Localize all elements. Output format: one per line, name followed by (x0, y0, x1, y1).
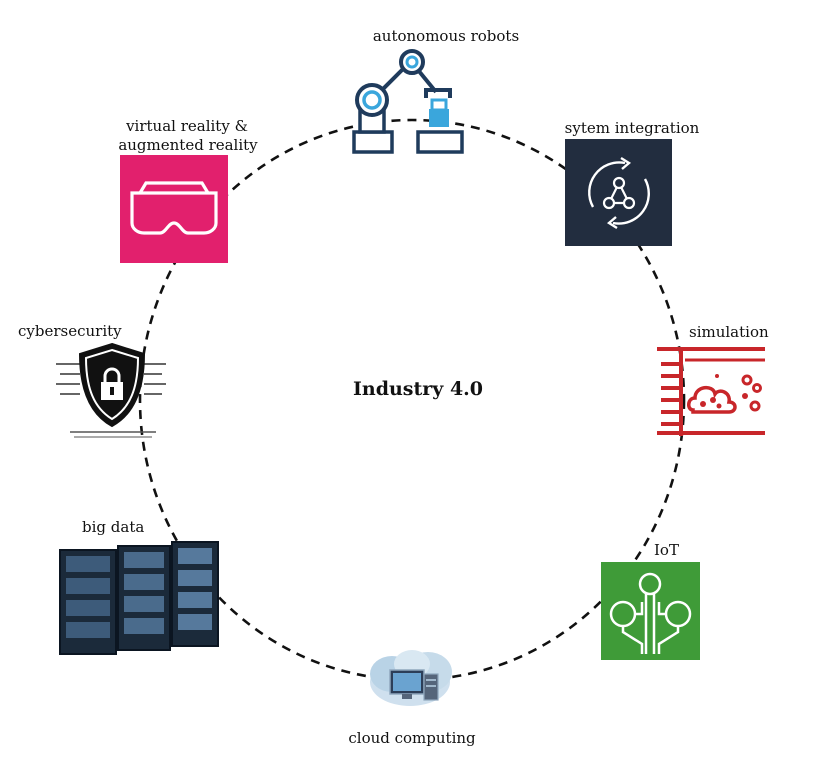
iot-circuit-icon (601, 562, 700, 660)
server-unit (59, 549, 117, 655)
label-cybersecurity: cybersecurity (18, 322, 122, 340)
vr-headset-icon (120, 155, 228, 263)
simulation-dashboard-icon (657, 347, 765, 436)
server-unit (171, 541, 219, 647)
label-simulation: simulation (689, 323, 769, 341)
label-vr-line-2: augmented reality (118, 136, 258, 154)
shield-lock-icon (56, 342, 166, 438)
label-big-data: big data (82, 518, 145, 536)
server-rack-icon (59, 541, 219, 655)
label-cloud-computing: cloud computing (348, 729, 476, 747)
robot-arm-icon (352, 49, 464, 154)
label-system-integration: sytem integration (564, 119, 700, 137)
label-autonomous-robots: autonomous robots (372, 27, 520, 45)
label-vr-line-1: virtual reality & (126, 117, 248, 135)
server-unit (117, 545, 171, 651)
cloud-computer-icon (370, 650, 452, 706)
integration-cycle-icon (565, 139, 672, 246)
diagram-center-title: Industry 4.0 (353, 378, 483, 400)
label-iot: IoT (654, 541, 679, 559)
